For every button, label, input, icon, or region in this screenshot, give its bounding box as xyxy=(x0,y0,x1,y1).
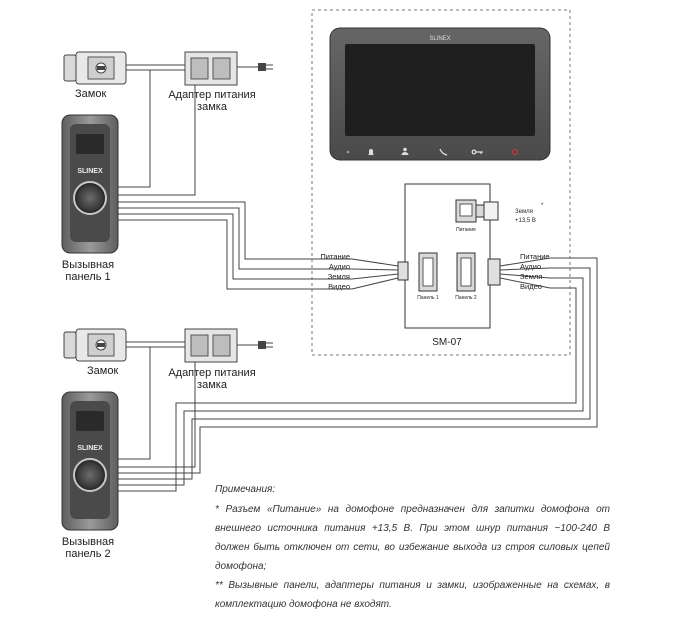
wire-panel1-ground xyxy=(118,213,352,280)
wire-panel1-video xyxy=(118,219,352,290)
key-icon xyxy=(471,149,483,155)
power-plug xyxy=(475,201,499,221)
monitor-enclosure xyxy=(311,9,571,356)
lock-2-label: Замок xyxy=(87,365,118,377)
wire-jack2-a xyxy=(499,257,551,267)
wire-jack1-b xyxy=(351,268,399,271)
monitor-led-icon xyxy=(346,150,350,154)
wire-panel1-power xyxy=(118,201,352,260)
monitor-brand: SLINEX xyxy=(429,36,450,42)
power-icon xyxy=(511,148,519,156)
notes-block: Примечания: * Разъем «Питание» на домофо… xyxy=(215,480,610,614)
call-panel-1: SLINEX xyxy=(61,114,119,254)
wire-jack2-d xyxy=(499,277,551,289)
adapter-2-label-line2: замка xyxy=(197,379,228,391)
adapter-2-label-line1: Адаптер питания xyxy=(168,367,255,379)
power-asterisk: * xyxy=(541,203,544,209)
connector-panel2-label: Панель 2 xyxy=(455,295,477,301)
handset-icon xyxy=(439,148,448,156)
wire-panel2-video xyxy=(118,287,577,492)
user-icon xyxy=(401,147,409,155)
panel-1-brand: SLINEX xyxy=(77,168,103,175)
wire-panel2-ground xyxy=(118,277,584,486)
right-wire-label-video: Видео xyxy=(520,282,542,291)
panel-2-brand: SLINEX xyxy=(77,445,103,452)
panel-2-label-line1: Вызывная xyxy=(62,536,114,548)
left-wire-label-power: Питание xyxy=(320,252,350,261)
panel-2-label-line2: панель 2 xyxy=(65,548,110,560)
wires xyxy=(118,64,598,492)
lock-2 xyxy=(63,328,127,362)
wire-jack2-c xyxy=(499,273,551,279)
left-wire-label-ground: Земля xyxy=(328,272,350,281)
adapter-2 xyxy=(184,328,238,363)
wire-jack1-d xyxy=(351,277,399,290)
wire-panel2-power xyxy=(118,257,598,474)
wire-jack1-c xyxy=(351,273,399,280)
notes-title: Примечания: xyxy=(215,484,276,495)
lock-1-label: Замок xyxy=(75,88,106,100)
lock-1 xyxy=(63,51,127,85)
wire-jack2-b xyxy=(499,267,551,271)
panel-1-label-line2: панель 1 xyxy=(65,271,110,283)
wire-panel1-audio xyxy=(118,207,352,270)
wire-lock2-panel2 xyxy=(118,347,151,460)
connector-power-label: Питание xyxy=(456,227,476,233)
panel-1-label-line1: Вызывная xyxy=(62,259,114,271)
note-2: ** Вызывные панели, адаптеры питания и з… xyxy=(215,580,610,610)
plug-1-icon xyxy=(258,63,273,71)
bell-icon xyxy=(368,149,374,155)
left-wire-label-audio: Аудио xyxy=(329,262,350,271)
note-1: * Разъем «Питание» на домофоне предназна… xyxy=(215,504,610,572)
monitor: SLINEX xyxy=(329,27,551,161)
power-voltage-label: +13,5 В xyxy=(515,218,536,224)
wire-jack1-a xyxy=(351,258,399,267)
wire-lock1-panel1 xyxy=(118,70,151,188)
wire-panel2-audio xyxy=(118,267,591,480)
plug-2-icon xyxy=(258,341,273,349)
module-label: SM-07 xyxy=(432,337,462,348)
adapter-1-label-line1: Адаптер питания xyxy=(168,89,255,101)
right-wire-label-ground: Земля xyxy=(520,272,542,281)
left-wire-label-video: Видео xyxy=(328,282,350,291)
jack-right xyxy=(487,258,501,286)
wire-adapter1-panel1 xyxy=(118,85,196,196)
call-panel-2: SLINEX xyxy=(61,391,119,531)
adapter-1-label-line2: замка xyxy=(197,101,228,113)
wire-adapter2-panel2 xyxy=(118,362,196,468)
connector-panel1-label: Панель 1 xyxy=(417,295,439,301)
power-ground-label: Земля xyxy=(515,209,533,215)
right-wire-label-audio: Аудио xyxy=(520,262,541,271)
jack-left xyxy=(397,261,409,281)
adapter-1 xyxy=(184,51,238,86)
right-wire-label-power: Питание xyxy=(520,252,550,261)
